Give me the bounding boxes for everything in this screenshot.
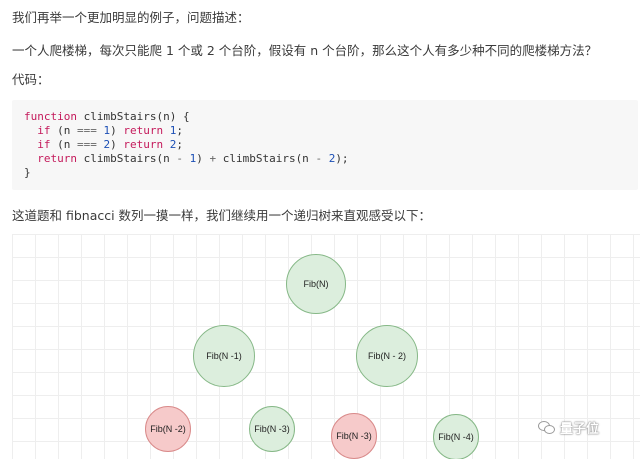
code-label: 代码： (12, 72, 50, 87)
recursion-tree-diagram: Fib(N) Fib(N -1) Fib(N - 2) Fib(N -2) Fi… (12, 234, 640, 459)
code-number: 1 (169, 124, 177, 137)
tree-node-fib-n-minus-3: Fib(N -3) (249, 406, 295, 452)
code-operator: + (209, 152, 217, 165)
code-text: climbStairs(n) { (76, 110, 190, 123)
code-line-3: if (n === 2) return 2; (24, 138, 183, 152)
code-number: 2 (169, 138, 177, 151)
code-line-1: function climbStairs(n) { (24, 110, 190, 124)
code-keyword: if (37, 124, 51, 137)
tree-intro-paragraph: 这道题和 fibnacci 数列一摸一样，我们继续用一个递归树来直观感受以下： (12, 208, 432, 223)
code-number: 1 (189, 152, 197, 165)
code-keyword: if (37, 138, 51, 151)
tree-node-fib-n-minus-1: Fib(N -1) (193, 325, 255, 387)
tree-node-fib-n: Fib(N) (286, 254, 346, 314)
code-text: (n (50, 138, 77, 151)
code-text: climbStairs(n (216, 152, 316, 165)
code-text: ) (196, 152, 210, 165)
code-text: ); (335, 152, 349, 165)
tree-node-fib-n-minus-2: Fib(N - 2) (356, 325, 418, 387)
code-text: ; (176, 138, 183, 151)
code-line-2: if (n === 1) return 1; (24, 124, 183, 138)
code-keyword: return (123, 124, 164, 137)
code-number: 2 (103, 138, 111, 151)
code-number: 2 (328, 152, 336, 165)
code-operator: - (315, 152, 323, 165)
tree-node-fib-n-minus-3-repeat: Fib(N -3) (331, 413, 377, 459)
code-keyword: return (37, 152, 77, 165)
watermark: 量子位 (538, 418, 599, 437)
intro-paragraph: 我们再举一个更加明显的例子，问题描述： (12, 10, 250, 25)
code-text: ) (110, 124, 124, 137)
code-number: 1 (103, 124, 111, 137)
code-text (163, 138, 170, 151)
problem-paragraph: 一个人爬楼梯，每次只能爬 1 个或 2 个台阶，假设有 n 个台阶，那么这个人有… (12, 43, 598, 58)
code-operator: === (77, 138, 97, 151)
code-text: ; (176, 124, 183, 137)
code-line-4: return climbStairs(n - 1) + climbStairs(… (24, 152, 349, 166)
code-keyword: function (24, 110, 77, 123)
code-operator: - (176, 152, 183, 165)
tree-node-fib-n-minus-2-repeat: Fib(N -2) (145, 406, 191, 452)
tree-node-fib-n-minus-4: Fib(N -4) (433, 414, 479, 459)
code-block: function climbStairs(n) { if (n === 1) r… (12, 100, 638, 190)
code-keyword: return (123, 138, 164, 151)
code-text (163, 124, 170, 137)
code-text: ) (110, 138, 124, 151)
code-text (183, 152, 190, 165)
wechat-icon (538, 420, 556, 435)
code-operator: === (77, 124, 97, 137)
code-text (322, 152, 329, 165)
watermark-text: 量子位 (560, 422, 600, 437)
code-line-5: } (24, 166, 31, 179)
code-text: (n (50, 124, 77, 137)
code-text: climbStairs(n (77, 152, 177, 165)
